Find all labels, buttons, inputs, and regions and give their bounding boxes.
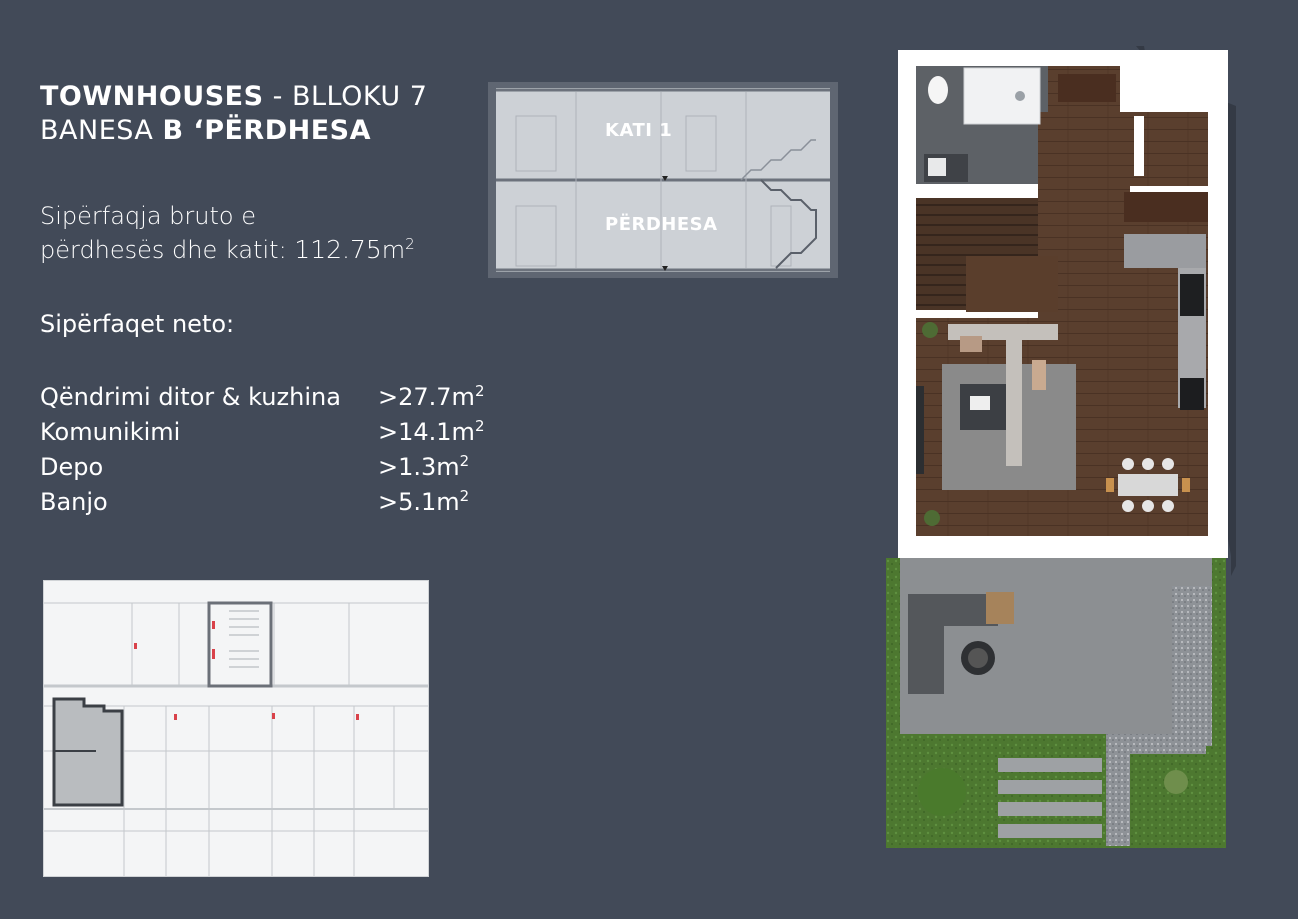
room-area: >1.3m2: [378, 452, 470, 481]
room-row: Komunikimi >14.1m2: [40, 415, 484, 450]
gross-area-exp: 2: [405, 235, 415, 253]
subtitle-unit: B ‘PËRDHESA: [162, 115, 372, 146]
subtitle-prefix: BANESA: [40, 115, 163, 146]
section-diagram: KATI 1 PËRDHESA: [488, 82, 838, 278]
room-name: Qëndrimi ditor & kuzhina: [40, 383, 341, 411]
room-name: Depo: [40, 453, 104, 481]
section-drawing: [496, 88, 830, 272]
room-row: Depo >1.3m2: [40, 450, 484, 485]
floor-plan: [886, 46, 1236, 848]
room-row: Banjo >5.1m2: [40, 485, 484, 520]
room-area: >5.1m2: [378, 487, 470, 516]
room-area-list: Qëndrimi ditor & kuzhina >27.7m2 Komunik…: [40, 380, 484, 520]
gross-area-line1: Sipërfaqja bruto e: [40, 202, 256, 230]
page-title: TOWNHOUSES - BLLOKU 7 BANESA B ‘PËRDHESA: [40, 80, 427, 148]
section-label-upper: KATI 1: [605, 120, 673, 141]
room-area: >14.1m2: [378, 417, 485, 446]
section-label-lower: PËRDHESA: [605, 214, 718, 235]
room-name: Banjo: [40, 488, 108, 516]
site-plan-drawing: [44, 581, 428, 876]
room-row: Qëndrimi ditor & kuzhina >27.7m2: [40, 380, 484, 415]
room-name: Komunikimi: [40, 418, 181, 446]
site-plan: [43, 580, 429, 877]
room-area: >27.7m2: [378, 382, 485, 411]
gross-area-unit: m: [381, 236, 406, 264]
net-areas-title: Sipërfaqet neto:: [40, 310, 235, 338]
gross-area-value: 112.75: [294, 235, 382, 264]
title-block: - BLLOKU 7: [263, 81, 428, 112]
title-bold: TOWNHOUSES: [40, 81, 264, 112]
section-lines: [496, 88, 830, 272]
gross-area: Sipërfaqja bruto e përdhesës dhe katit: …: [40, 200, 415, 267]
floor-plan-drawing: [886, 46, 1236, 848]
gross-area-line2: përdhesës dhe katit:: [40, 236, 295, 264]
